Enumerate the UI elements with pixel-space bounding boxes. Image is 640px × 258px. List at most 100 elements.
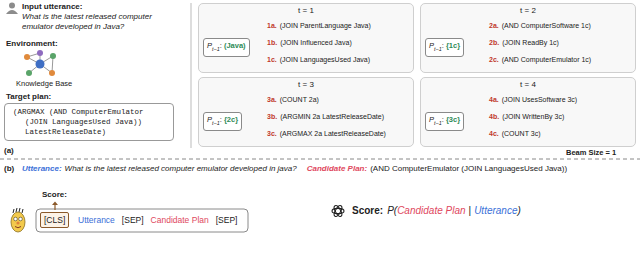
candidate-plan: 1a.(JOIN ParentLanguage Java) bbox=[265, 19, 373, 33]
user-icon bbox=[9, 3, 15, 9]
formula-part: Candidate Plan bbox=[397, 205, 465, 217]
icon-caption: Knowledge Base bbox=[16, 79, 72, 88]
plan-text: (AND ComputerEmulator (JOIN LanguagesUse… bbox=[370, 164, 567, 174]
candidate-expression: (JOIN LanguagesUsed Java) bbox=[280, 56, 370, 63]
plan-subscript: t−1 bbox=[212, 120, 220, 126]
input-token: Candidate Plan bbox=[151, 215, 209, 225]
plan-symbol: P bbox=[207, 41, 212, 50]
plan-subscript: t−1 bbox=[212, 46, 220, 52]
plan-colon: : bbox=[220, 41, 222, 50]
beam-size-note: Beam Size = 1 bbox=[566, 148, 616, 157]
candidate-id: 1b. bbox=[267, 39, 277, 46]
candidate-expression: (COUNT 3c) bbox=[502, 130, 541, 137]
plan-value: {2c} bbox=[224, 115, 238, 124]
step-panel: t = 4Pt−1:{3c}4a.(JOIN UsesSoftware 3c)4… bbox=[420, 77, 636, 147]
field-label: Input utterance: bbox=[22, 2, 82, 12]
field-label: Target plan: bbox=[6, 92, 51, 102]
candidate-plan: 2c.(AND ComputerEmulator 1c) bbox=[487, 53, 593, 67]
kb-node bbox=[37, 50, 43, 56]
candidate-expression: (ARGMIN 2a LatestReleaseDate) bbox=[280, 113, 384, 120]
user-icon bbox=[6, 10, 18, 14]
sep-token: [SEP] bbox=[122, 215, 144, 225]
token-text: [CLS] bbox=[44, 215, 65, 225]
panel-tag: (b) bbox=[4, 164, 14, 174]
formula-part: | bbox=[469, 205, 472, 217]
label-row: Utterance [SEP] Candidate Plan [SEP] bbox=[78, 215, 237, 225]
candidate-expression: (ARGMAX 2a LatestReleaseDate) bbox=[280, 130, 386, 137]
candidate-id: 3b. bbox=[267, 113, 277, 120]
bert-eye bbox=[19, 217, 23, 221]
field-label: Candidate Plan: bbox=[307, 164, 367, 174]
openai-logo bbox=[333, 205, 344, 218]
candidate-plan: 1b.(JOIN Influenced Java) bbox=[265, 36, 354, 50]
candidate-id: 2a. bbox=[489, 22, 499, 29]
input-token: Utterance bbox=[78, 215, 115, 225]
dashed-separator bbox=[0, 159, 640, 160]
candidate-id: 3c. bbox=[267, 130, 277, 137]
candidate-expression: (JOIN Influenced Java) bbox=[280, 39, 352, 46]
kb-node bbox=[26, 70, 32, 76]
label-row: Utterance:What is the latest released co… bbox=[22, 164, 567, 174]
step-title: t = 4 bbox=[421, 80, 635, 90]
step-panel: t = 1Pt−1:(Java)1a.(JOIN ParentLanguage … bbox=[198, 3, 414, 73]
candidate-plan: 1c.(JOIN LanguagesUsed Java) bbox=[265, 53, 372, 67]
utterance-text: What is the latest released computer emu… bbox=[22, 12, 184, 31]
candidate-plan: 2b.(JOIN ReadBy 1c) bbox=[487, 36, 561, 50]
openai-logo bbox=[332, 205, 344, 218]
plan-value: (Java) bbox=[224, 41, 246, 50]
candidate-id: 2b. bbox=[489, 39, 499, 46]
plan-colon: : bbox=[442, 41, 444, 50]
plan-symbol: P bbox=[207, 115, 212, 124]
bert-head bbox=[11, 212, 25, 232]
panel-tag: (a) bbox=[4, 146, 14, 156]
target-plan-box: (ARGMAX (AND ComputerEmulator (JOIN Lang… bbox=[4, 103, 174, 141]
candidate-expression: (AND ComputerEmulator 1c) bbox=[502, 56, 591, 63]
openai-logo bbox=[333, 205, 344, 218]
score-label: Score: bbox=[42, 190, 67, 200]
utterance-text: What is the latest released computer emu… bbox=[65, 164, 297, 174]
candidate-plan: 3c.(ARGMAX 2a LatestReleaseDate) bbox=[265, 127, 388, 141]
label-row: Score:P(Candidate Plan|Utterance) bbox=[352, 205, 521, 217]
step-title: t = 2 bbox=[421, 6, 635, 16]
bert-mouth bbox=[15, 227, 21, 228]
candidate-expression: (JOIN WrittenBy 3c) bbox=[502, 113, 564, 120]
candidate-plan: 2a.(AND ComputerSoftware 1c) bbox=[487, 19, 593, 33]
plan-value: {3c} bbox=[446, 115, 460, 124]
candidate-id: 1c. bbox=[267, 56, 277, 63]
score-arrow bbox=[54, 205, 55, 210]
candidate-id: 4c. bbox=[489, 130, 499, 137]
partial-plan-box: Pt−1:{1c} bbox=[425, 38, 464, 57]
candidate-expression: (JOIN ParentLanguage Java) bbox=[280, 22, 371, 29]
candidate-expression: (JOIN ReadBy 1c) bbox=[502, 39, 559, 46]
candidate-id: 2c. bbox=[489, 56, 499, 63]
plan-subscript: t−1 bbox=[434, 46, 442, 52]
plan-code: (ARGMAX (AND ComputerEmulator (JOIN Lang… bbox=[9, 107, 169, 137]
field-label: Environment: bbox=[6, 39, 58, 49]
candidate-expression: (AND ComputerSoftware 1c) bbox=[502, 22, 591, 29]
plan-symbol: P bbox=[429, 41, 434, 50]
partial-plan-box: Pt−1:(Java) bbox=[203, 38, 250, 57]
plan-colon: : bbox=[442, 115, 444, 124]
divider-line bbox=[191, 3, 192, 148]
score-arrow bbox=[52, 202, 58, 206]
sep-token: [SEP] bbox=[216, 215, 238, 225]
input-sequence-frame bbox=[36, 209, 248, 232]
candidate-id: 4a. bbox=[489, 96, 499, 103]
plan-colon: : bbox=[220, 115, 222, 124]
bert-icon bbox=[11, 208, 25, 232]
kb-node bbox=[49, 70, 55, 76]
candidate-id: 3a. bbox=[267, 96, 277, 103]
formula-part: ) bbox=[517, 205, 520, 217]
plan-symbol: P bbox=[429, 115, 434, 124]
step-title: t = 3 bbox=[199, 80, 413, 90]
formula-part: Utterance bbox=[474, 205, 517, 217]
step-panel: t = 3Pt−1:{2c}3a.(COUNT 2a)3b.(ARGMIN 2a… bbox=[198, 77, 414, 147]
partial-plan-box: Pt−1:{2c} bbox=[203, 112, 242, 131]
formula-part: P( bbox=[387, 205, 397, 217]
candidate-id: 4b. bbox=[489, 113, 499, 120]
kb-node bbox=[50, 53, 56, 59]
step-panel: t = 2 Pt−1:{1c} 2a.(AND ComputerSoftware 1… bbox=[420, 3, 636, 73]
plan-value: {1c} bbox=[446, 41, 460, 50]
plan-subscript: t−1 bbox=[434, 120, 442, 126]
